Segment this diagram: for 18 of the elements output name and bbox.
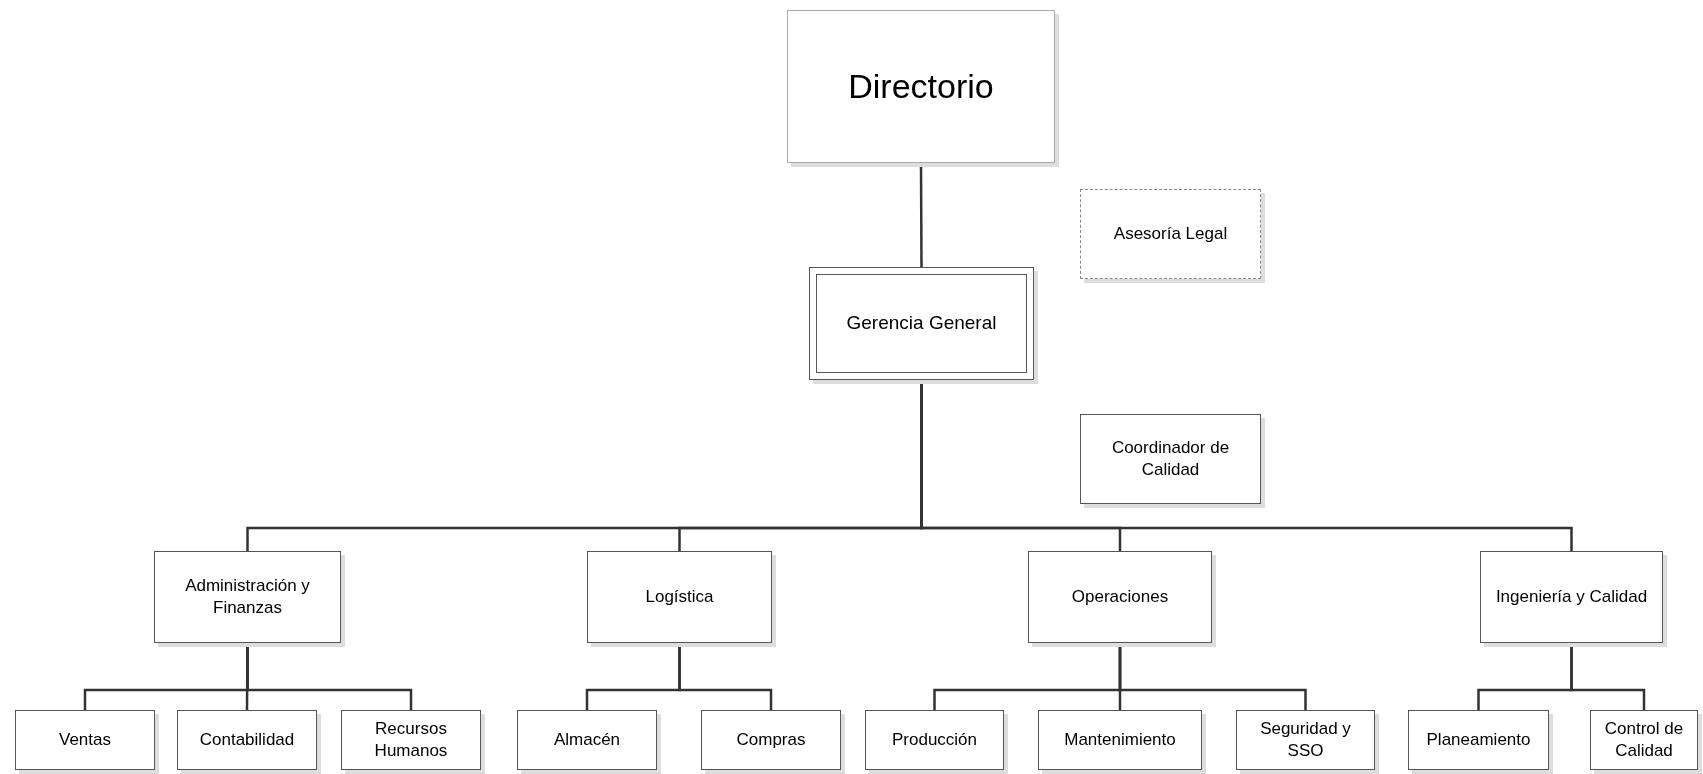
unit-name: Directorio [848, 66, 994, 108]
unit-name: Almacén [553, 728, 621, 751]
unit-name: Coordinador de Calidad [1110, 436, 1231, 481]
unit-name: Recursos Humanos [373, 717, 449, 762]
unit-name: Ingeniería y Calidad [1495, 585, 1648, 608]
unit-name: Gerencia General [846, 311, 997, 336]
unit-name: Asesoría Legal [1113, 222, 1228, 245]
unit-name: Contabilidad [199, 728, 295, 751]
unit-name: Mantenimiento [1064, 728, 1176, 751]
unit-name: Producción [891, 728, 978, 751]
unit-name: Ventas [59, 728, 111, 751]
unit-name: Seguridad y SSO [1259, 717, 1352, 762]
unit-name: Planeamiento [1426, 728, 1531, 751]
unit-name: Compras [736, 728, 806, 751]
unit-name: Logística [645, 585, 714, 608]
unit-name: Operaciones [1071, 585, 1169, 608]
unit-name: Administración y Finanzas [184, 574, 311, 619]
unit-name: Control de Calidad [1603, 717, 1685, 762]
